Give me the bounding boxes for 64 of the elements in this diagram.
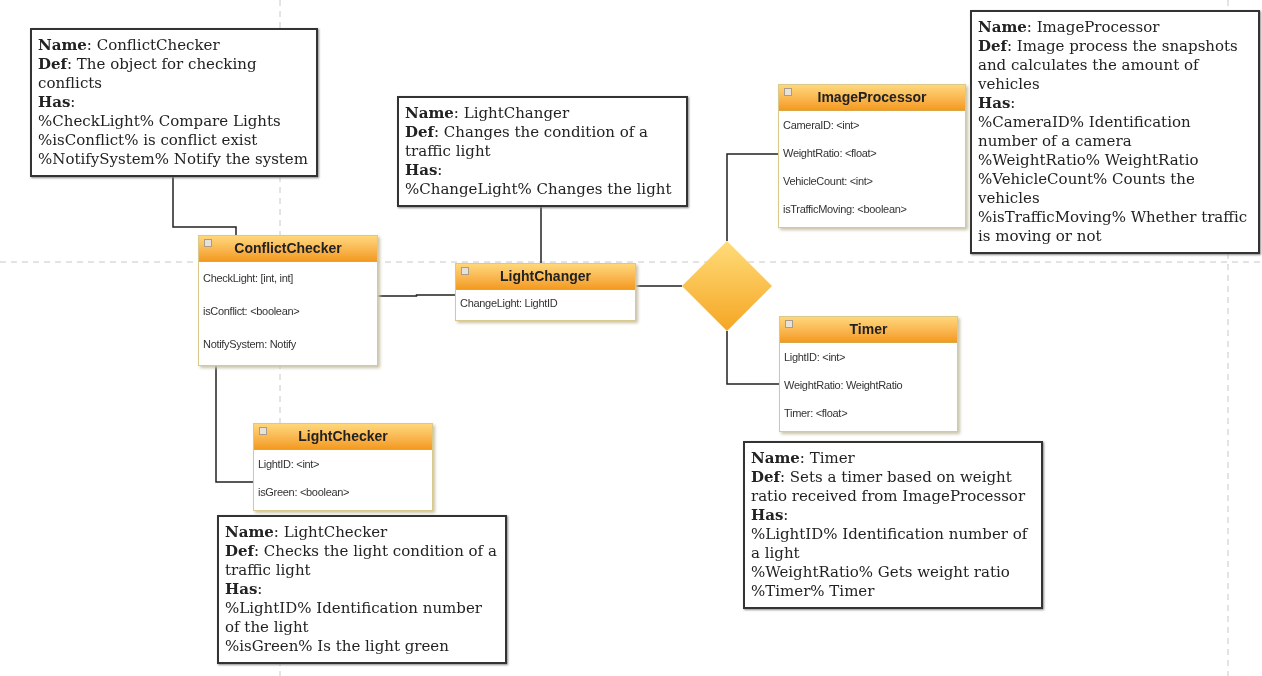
note-text: Has:: [225, 580, 264, 599]
decision-diamond: [682, 241, 772, 331]
attribute-text: WeightRatio: WeightRatio: [784, 377, 903, 393]
class-title: ImageProcessor: [817, 88, 927, 107]
note-text: %NotifySystem% Notify the system: [38, 150, 309, 169]
attribute-text: isTrafficMoving: <boolean>: [783, 201, 907, 217]
note-text: %isGreen% Is the light green: [225, 637, 450, 656]
connector-line: [540, 206, 542, 264]
note-text: Has:: [405, 161, 444, 180]
note-text: Name: Timer: [751, 449, 856, 468]
attribute-text: NotifySystem: Notify: [203, 337, 297, 353]
note-text: %isConflict% is conflict exist: [38, 131, 259, 150]
note-text: Def: Checks the light condition of a traffic light: [225, 542, 498, 580]
note-text: Def: Changes the condition of a traffic light: [405, 123, 649, 161]
class-title: LightChecker: [298, 427, 388, 446]
note-text: %isTrafficMoving% Whether traffic is moving or not: [978, 208, 1249, 246]
attribute-text: ChangeLight: LightID: [460, 295, 558, 311]
note-text: %WeightRatio% WeightRatio: [978, 151, 1200, 170]
attribute-text: CheckLight: [int, int]: [203, 271, 293, 287]
attribute-text: isConflict: <boolean>: [203, 304, 300, 320]
note-text: Name: LightChecker: [225, 523, 389, 542]
note-text: %CheckLight% Compare Lights: [38, 112, 282, 131]
note-box: [970, 10, 1260, 254]
note-text: Has:: [751, 506, 790, 525]
note-text: Def: Sets a timer based on weight ratio received from ImageProcessor: [751, 468, 1027, 506]
note-text: Name: ImageProcessor: [978, 18, 1161, 37]
attribute-text: LightID: <int>: [258, 456, 320, 472]
class-title: ConflictChecker: [234, 239, 342, 258]
note-text: Name: LightChanger: [405, 104, 571, 123]
note-text: %Timer% Timer: [751, 582, 876, 601]
class-box: [455, 263, 636, 321]
class-title: LightChanger: [500, 267, 591, 286]
attribute-text: isGreen: <boolean>: [258, 484, 350, 500]
connector-line: [377, 294, 456, 297]
attribute-text: WeightRatio: <float>: [783, 145, 877, 161]
note-text: Has:: [978, 94, 1017, 113]
class-title: Timer: [849, 320, 888, 339]
attribute-text: VehicleCount: <int>: [783, 173, 873, 189]
note-text: %ChangeLight% Changes the light: [405, 180, 673, 199]
note-box: [217, 515, 507, 664]
attribute-text: LightID: <int>: [784, 349, 846, 365]
note-text: %LightID% Identification number of the light: [225, 599, 483, 637]
class-box: [778, 84, 966, 228]
class-box: [253, 423, 433, 511]
note-text: %CameraID% Identification number of a camera: [978, 113, 1192, 151]
class-box: [198, 235, 378, 366]
connector-line: [726, 330, 780, 385]
attribute-text: CameraID: <int>: [783, 117, 860, 133]
note-text: %VehicleCount% Counts the vehicles: [978, 170, 1196, 208]
connector-line: [172, 176, 237, 236]
note-text: %LightID% Identification number of a light: [751, 525, 1030, 563]
attribute-text: Timer: <float>: [784, 405, 848, 421]
note-box: [30, 28, 318, 177]
class-box: [779, 316, 958, 432]
note-box: [743, 441, 1043, 609]
connector-line: [635, 285, 683, 287]
note-text: Name: ConflictChecker: [38, 36, 221, 55]
connector-line: [215, 365, 254, 483]
connector-line: [726, 153, 779, 242]
note-text: Def: Image process the snapshots and calculates the amount of vehicles: [978, 37, 1239, 94]
note-text: Has:: [38, 93, 77, 112]
note-text: Def: The object for checking conflicts: [38, 55, 258, 93]
note-text: %WeightRatio% Gets weight ratio: [751, 563, 1011, 582]
note-box: [397, 96, 688, 207]
